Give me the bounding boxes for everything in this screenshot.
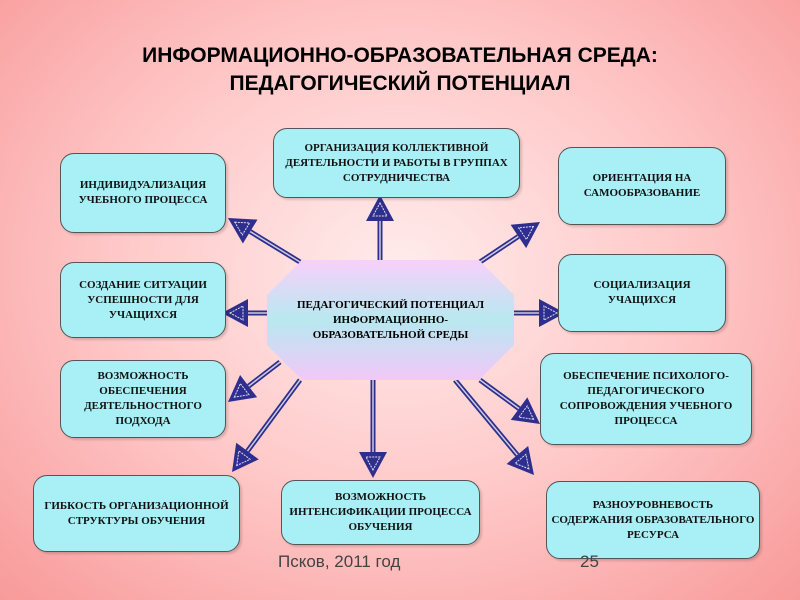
box-collective-work: ОРГАНИЗАЦИЯ КОЛЛЕКТИВНОЙ ДЕЯТЕЛЬНОСТИ И …	[273, 128, 520, 198]
arrow-up-left-icon	[228, 218, 302, 265]
arrow-down-right-long-icon	[453, 378, 534, 475]
arrow-right-icon	[514, 299, 565, 327]
box-flexibility: ГИБКОСТЬ ОРГАНИЗАЦИОННОЙ СТРУКТУРЫ ОБУЧЕ…	[33, 475, 240, 552]
box-psych-support: ОБЕСПЕЧЕНИЕ ПСИХОЛОГО-ПЕДАГОГИЧЕСКОГО СО…	[540, 353, 752, 445]
box-self-education: ОРИЕНТАЦИЯ НА САМООБРАЗОВАНИЕ	[558, 147, 726, 225]
arrow-down-left-long-icon	[232, 378, 303, 472]
box-intensification: ВОЗМОЖНОСТЬ ИНТЕНСИФИКАЦИИ ПРОЦЕССА ОБУЧ…	[281, 480, 480, 545]
arrow-up-right-icon	[478, 222, 540, 265]
box-individualization: ИНДИВИДУАЛИЗАЦИЯ УЧЕБНОГО ПРОЦЕССА	[60, 153, 226, 233]
footer-place: Псков, 2011 год	[278, 552, 401, 571]
arrow-down-right-icon	[478, 377, 540, 424]
title-line-2: ПЕДАГОГИЧЕСКИЙ ПОТЕНЦИАЛ	[229, 72, 571, 95]
title-line-1: ИНФОРМАЦИОННО-ОБРАЗОВАТЕЛЬНАЯ СРЕДА:	[142, 44, 658, 67]
box-success-situation: СОЗДАНИЕ СИТУАЦИИ УСПЕШНОСТИ ДЛЯ УЧАЩИХС…	[60, 262, 226, 338]
page-number: 25	[580, 552, 599, 571]
arrow-down-icon	[359, 380, 387, 478]
center-label: ПЕДАГОГИЧЕСКИЙ ПОТЕНЦИАЛ ИНФОРМАЦИОННО-О…	[296, 298, 485, 341]
center-octagon: ПЕДАГОГИЧЕСКИЙ ПОТЕНЦИАЛ ИНФОРМАЦИОННО-О…	[267, 260, 514, 380]
arrow-up-icon	[366, 195, 394, 262]
box-multilevel-content: РАЗНОУРОВНЕВОСТЬ СОДЕРЖАНИЯ ОБРАЗОВАТЕЛЬ…	[546, 481, 760, 559]
arrow-left-icon	[222, 299, 268, 327]
box-socialization: СОЦИАЛИЗАЦИЯ УЧАЩИХСЯ	[558, 254, 726, 332]
arrow-down-left-icon	[228, 360, 282, 402]
slide-title: ИНФОРМАЦИОННО-ОБРАЗОВАТЕЛЬНАЯ СРЕДА: ПЕД…	[0, 42, 800, 98]
box-activity-approach: ВОЗМОЖНОСТЬ ОБЕСПЕЧЕНИЯ ДЕЯТЕЛЬНОСТНОГО …	[60, 360, 226, 438]
